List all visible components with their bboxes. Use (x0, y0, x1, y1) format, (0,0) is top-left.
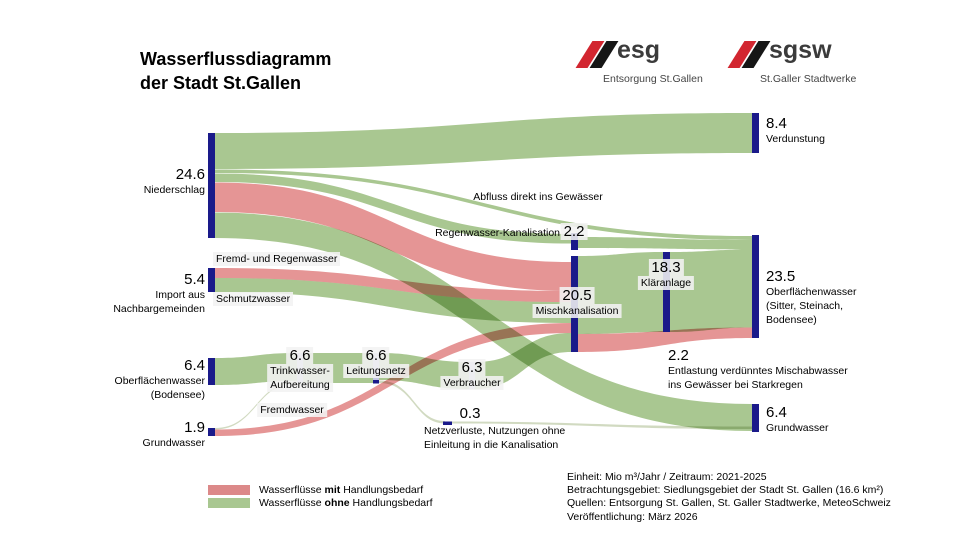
label-entlastung: 2.2 Entlastung verdünntes Mischabwasser … (668, 347, 848, 391)
footer-line-betrachtungsgebiet: Betrachtungsgebiet: Siedlungsgebiet der … (567, 484, 884, 497)
flow-niederschlag-verdunstung (215, 113, 752, 169)
footer-line-quellen: Quellen: Entsorgung St. Gallen, St. Gall… (567, 497, 891, 510)
legend-item-mit: Wasserflüsse mit Handlungsbedarf (208, 483, 433, 496)
label-grundwasser-rechts: 6.4 Grundwasser (766, 404, 829, 434)
value-netzverluste: 0.3 (459, 405, 481, 422)
label-oberflaechenwasser-rechts: 23.5 Oberflächenwasser (Sitter, Steinach… (766, 268, 857, 326)
label-mischkanalisation: 20.5 Mischkanalisation (532, 287, 622, 318)
footer-line-veroeffentlichung: Veröffentlichung: März 2026 (567, 510, 698, 523)
label-fremd-und-regenwasser: Fremd- und Regenwasser (213, 252, 341, 266)
page-title-line1: Wasserflussdiagramm (140, 49, 332, 69)
label-verbraucher: 6.3 Verbraucher (440, 359, 504, 390)
flow-niederschlag-grundwasser (215, 212, 752, 431)
flow-niederschlag-regenwasserkanal (215, 173, 571, 244)
label-schmutzwasser: Schmutzwasser (213, 292, 294, 306)
label-regenwasser-kanalisation: Regenwasser-Kanalisation (435, 227, 560, 239)
node-import (208, 268, 215, 292)
page-title: Wasserflussdiagramm der Stadt St.Gallen (140, 47, 331, 95)
flow-netzverluste-weiter (445, 421, 752, 429)
label-klaeranlage: 18.3 Kläranlage (637, 259, 695, 290)
flow-leitungsnetz-netzverluste (379, 380, 445, 424)
label-oberflaechenwasser-links: 6.4 Oberflächenwasser (Bodensee) (114, 357, 205, 401)
node-niederschlag (208, 133, 215, 238)
label-fremdwasser: Fremdwasser (257, 403, 327, 417)
flow-grundwasser-trinkwasser (215, 381, 297, 430)
flow-niederschlag-mischkanalisation (215, 182, 571, 291)
node-leitungsnetz-abzweig (373, 380, 379, 384)
sgsw-logo-text: sgsw (769, 36, 832, 64)
label-leitungsnetz: 6.6 Leitungsnetz (343, 347, 409, 378)
label-import: 5.4 Import aus Nachbargemeinden (113, 271, 205, 315)
label-grundwasser-links: 1.9 Grundwasser (142, 419, 205, 449)
node-oberflaechenwasser-bodensee (208, 358, 215, 385)
sgsw-logo: sgsw St.Galler Stadtwerke (727, 36, 880, 90)
node-verdunstung (752, 113, 759, 153)
legend-swatch-ohne (208, 497, 250, 508)
node-klaeranlage (663, 252, 670, 332)
flow-regenwasserkanal-gewaesser (578, 237, 752, 250)
esg-logo-subtitle: Entsorgung St.Gallen (603, 73, 703, 85)
node-regenwasser-kanalisation (571, 233, 578, 250)
flow-klaeranlage-gewaesser (670, 249, 752, 332)
value-regenwasser-kanalisation: 2.2 (560, 223, 588, 240)
node-grundwasser-rechts (752, 404, 759, 432)
node-grundwasser-links (208, 428, 215, 436)
sgsw-logo-subtitle: St.Galler Stadtwerke (760, 73, 857, 85)
flow-verbraucher-mischkanalisation (475, 333, 571, 389)
esg-logo-text: esg (617, 36, 661, 64)
footer-notes: Einheit: Mio m³/Jahr / Zeitraum: 2021-20… (567, 471, 891, 524)
node-oberflaechenwasser-rechts (752, 235, 759, 338)
page-title-line2: der Stadt St.Gallen (140, 73, 302, 93)
node-netzverluste (443, 421, 452, 425)
legend-swatch-mit (208, 484, 250, 495)
label-abfluss-direkt: Abfluss direkt ins Gewässer (473, 191, 603, 203)
label-netzverluste: Netzverluste, Nutzungen ohne Einleitung … (424, 425, 566, 451)
footer-line-einheit: Einheit: Mio m³/Jahr / Zeitraum: 2021-20… (567, 471, 767, 483)
label-verdunstung: 8.4 Verdunstung (766, 115, 825, 145)
flow-schmutzwasser (215, 278, 571, 323)
legend-item-ohne: Wasserflüsse ohne Handlungsbedarf (208, 496, 433, 509)
esg-logo: esg Entsorgung St.Gallen (575, 36, 728, 90)
legend: Wasserflüsse mit Handlungsbedarf Wasserf… (208, 483, 433, 509)
label-niederschlag: 24.6 Niederschlag (143, 166, 205, 196)
flow-abfluss-direkt (215, 169, 752, 240)
flow-fremdwasser (215, 323, 571, 436)
label-trinkwasser: 6.6 Trinkwasser- Aufbereitung (267, 347, 333, 392)
flow-fremd-und-regenwasser (215, 268, 571, 302)
flow-entlastung (578, 327, 752, 352)
